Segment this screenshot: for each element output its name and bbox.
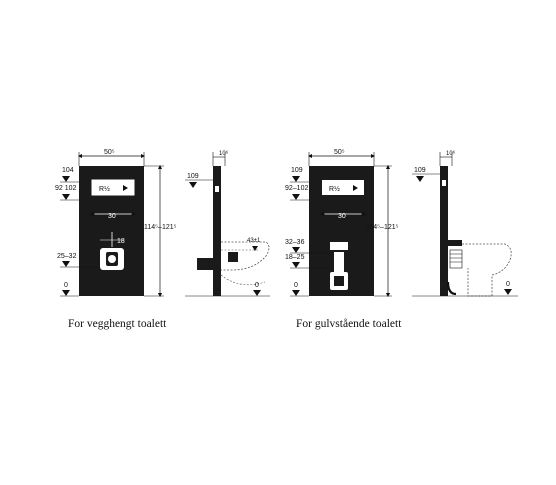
- right-dim-18-25: 18–25: [285, 254, 305, 261]
- right-side-dim-109: 109: [414, 167, 426, 174]
- left-dim-30: 30: [108, 213, 116, 220]
- right-dim-92-102: 92–102: [285, 185, 308, 192]
- right-flush-plate: [322, 180, 364, 195]
- right-dim-32-36: 32–36: [285, 239, 305, 246]
- right-dim-0: 0: [294, 282, 298, 289]
- left-side-dim-0: 0: [255, 282, 259, 289]
- right-side-dim-0: 0: [506, 281, 510, 288]
- right-water-connection: [330, 242, 348, 250]
- right-plate-arrow-icon: [353, 185, 358, 191]
- left-dim-104: 104: [62, 167, 74, 174]
- left-side-drain-pipe: [197, 258, 213, 270]
- left-plate-arrow-icon: [123, 185, 128, 191]
- right-side-panel: [440, 166, 448, 296]
- left-dim-92-102: 92 102: [55, 185, 77, 192]
- left-caption: For vegghengt toalett: [68, 318, 167, 330]
- left-side-panel: [213, 166, 221, 296]
- left-flush-plate: [91, 179, 135, 196]
- right-side-top-dim: 10⁶: [446, 150, 456, 157]
- right-front-view: R½ 30 50⁵ 114⁵–121⁵ 109 92–102 32–36 18–…: [285, 149, 399, 298]
- left-dim-25-32: 25–32: [57, 253, 77, 260]
- left-wall-hung-bowl: [221, 241, 270, 271]
- right-plate-label: R½: [329, 185, 340, 193]
- left-side-dim-43: 43±1: [247, 238, 261, 244]
- right-caption: For gulvstående toalett: [296, 318, 402, 330]
- left-dim-18: 18: [117, 238, 125, 245]
- left-side-view: 10⁶ 109 43±1 0: [185, 150, 270, 297]
- left-width-dim: 50⁵: [104, 149, 115, 156]
- left-dim-0: 0: [64, 282, 68, 289]
- right-height-dim: 114⁵–121⁵: [366, 224, 399, 231]
- right-width-dim: 50⁵: [334, 149, 345, 156]
- left-height-dim: 114⁵–121⁵: [144, 224, 177, 231]
- left-side-top-dim: 10⁶: [219, 150, 229, 157]
- left-side-dim-109: 109: [187, 173, 199, 180]
- right-dim-30: 30: [338, 213, 346, 220]
- right-side-view: 10⁶ 109 0: [412, 150, 518, 297]
- right-floor-standing-bowl: [462, 243, 512, 297]
- right-dim-109: 109: [291, 167, 303, 174]
- left-front-view: R½ 30 18 50⁵ 114⁵–121⁵ 104 92 102 25–32 …: [55, 149, 177, 298]
- left-plate-label: R½: [99, 185, 110, 193]
